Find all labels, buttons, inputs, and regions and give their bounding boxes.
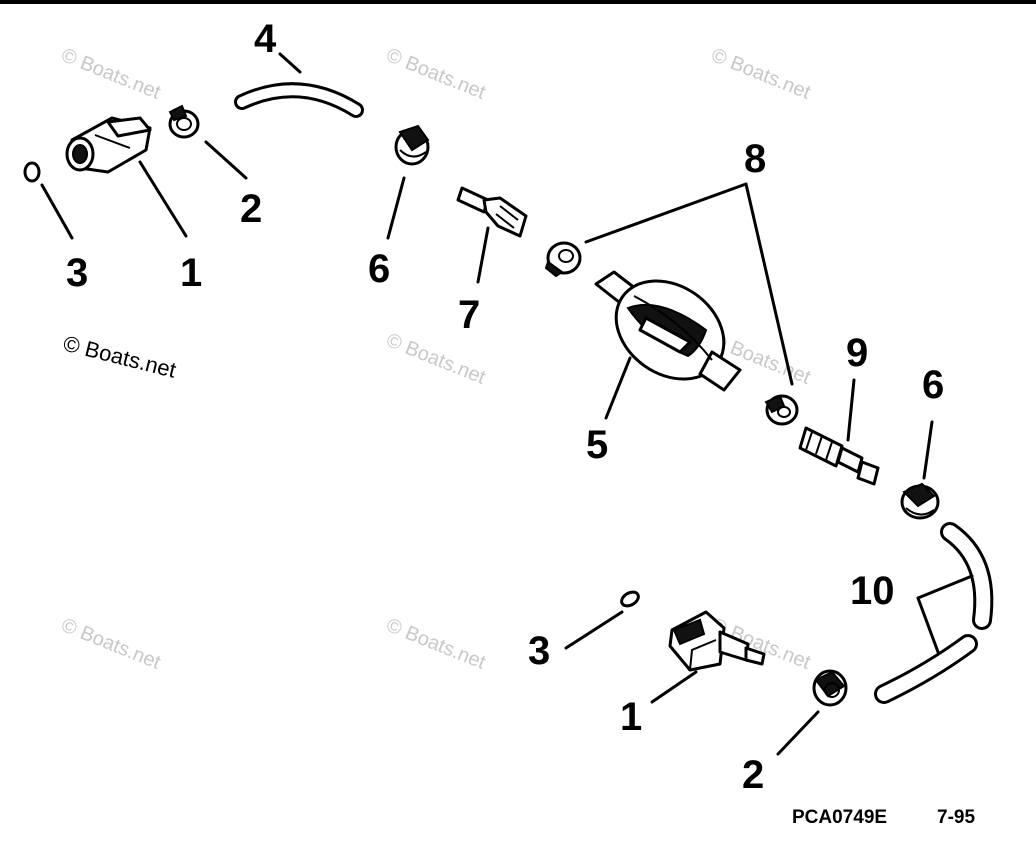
- connector-1-upper: [65, 116, 152, 174]
- watermark: © Boats.net: [383, 614, 489, 674]
- clamp-2-lower: [812, 669, 848, 707]
- callout-6-lower: 6: [922, 363, 944, 407]
- clamp-2-upper: [168, 104, 200, 139]
- watermark: © Boats.net: [708, 44, 814, 104]
- callout-1-lower: 1: [620, 695, 642, 739]
- callout-6-upper: 6: [368, 247, 390, 291]
- clamp-6-upper: [394, 124, 430, 166]
- callout-4: 4: [254, 17, 277, 61]
- clamp-6-lower: [900, 482, 940, 520]
- callout-5: 5: [586, 423, 608, 467]
- callout-labels: 3 1 2 4 6 7 8 5 9 6 10 3 1 2: [66, 17, 944, 797]
- primer-bulb-5: [594, 270, 742, 392]
- callout-3-upper: 3: [66, 251, 88, 295]
- callout-7: 7: [458, 293, 480, 337]
- watermark: © Boats.net: [383, 44, 489, 104]
- leader-lines: [40, 52, 974, 756]
- callout-2-lower: 2: [742, 753, 764, 797]
- callout-2-upper: 2: [240, 187, 262, 231]
- o-ring-3-upper: [23, 161, 41, 183]
- callout-1-upper: 1: [180, 251, 202, 295]
- watermark: © Boats.net: [58, 614, 164, 674]
- callout-9: 9: [846, 331, 868, 375]
- watermark: © Boats.net: [58, 44, 164, 104]
- figure-code: PCA0749E: [792, 807, 887, 828]
- clamp-8-lower: [764, 394, 799, 426]
- watermark: © Boats.net: [383, 329, 489, 389]
- figure-date: 7-95: [937, 807, 975, 828]
- connector-1-lower: [668, 610, 766, 672]
- callout-10: 10: [850, 569, 895, 613]
- callout-8: 8: [744, 137, 766, 181]
- watermark-dark: © Boats.net: [61, 331, 179, 383]
- hose-10: [874, 522, 994, 704]
- o-ring-3-lower: [620, 590, 640, 608]
- fitting-7: [456, 186, 528, 238]
- callout-3-lower: 3: [528, 629, 550, 673]
- top-border-rule: [0, 0, 1036, 4]
- clamp-8-upper: [544, 241, 582, 278]
- fitting-9: [798, 426, 880, 486]
